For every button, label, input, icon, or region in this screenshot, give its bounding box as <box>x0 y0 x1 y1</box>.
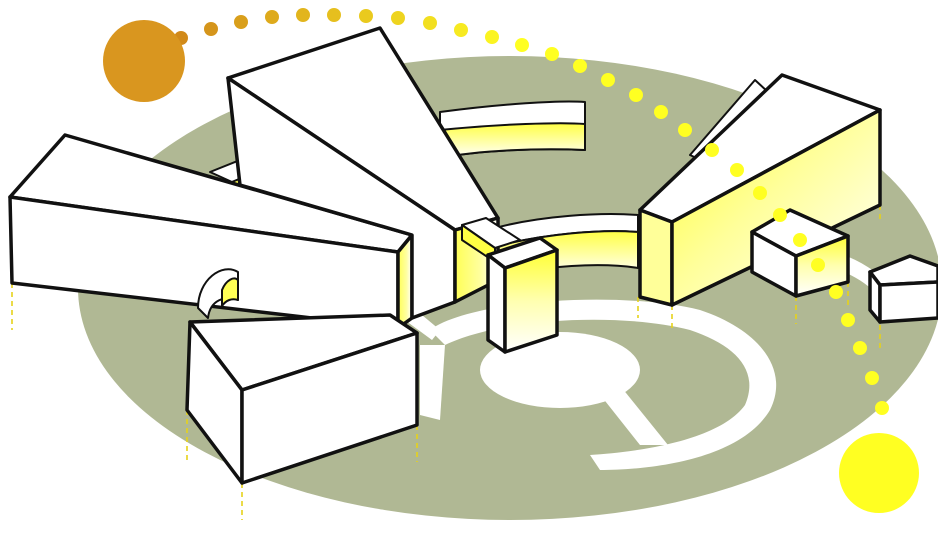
sun-path-dot <box>865 371 879 385</box>
sun-path-dot <box>730 163 744 177</box>
sun-path-dot <box>601 73 615 87</box>
sun-path-dot <box>773 208 787 222</box>
sun-path-dot <box>265 10 279 24</box>
sun-path-dot <box>515 38 529 52</box>
rear-crescent-building <box>440 101 585 158</box>
sun-path-dot <box>654 105 668 119</box>
sun-path-dot <box>327 8 341 22</box>
sun-path-dot <box>573 59 587 73</box>
sun-icon <box>103 20 185 102</box>
sun-path-dot <box>391 11 405 25</box>
sun-path-dot <box>204 22 218 36</box>
sun-path-dot <box>829 285 843 299</box>
sun-path-dot <box>793 233 807 247</box>
sun-path-dot <box>545 47 559 61</box>
sun-path-dot <box>753 186 767 200</box>
central-tower <box>488 238 557 352</box>
sun-path-dot <box>705 143 719 157</box>
sun-path-dot <box>296 8 310 22</box>
sun-path-dot <box>485 30 499 44</box>
sun-path-dot <box>875 401 889 415</box>
sun-path-dot <box>841 313 855 327</box>
sun-path-dot <box>678 123 692 137</box>
sun-icon <box>839 433 919 513</box>
sun-path-dot <box>454 23 468 37</box>
sun-path-dot <box>359 9 373 23</box>
sun-path-dot <box>423 16 437 30</box>
sun-path-dot <box>853 341 867 355</box>
sun-path-dot <box>234 15 248 29</box>
sun-path-dot <box>811 258 825 272</box>
sun-path-dot <box>629 88 643 102</box>
